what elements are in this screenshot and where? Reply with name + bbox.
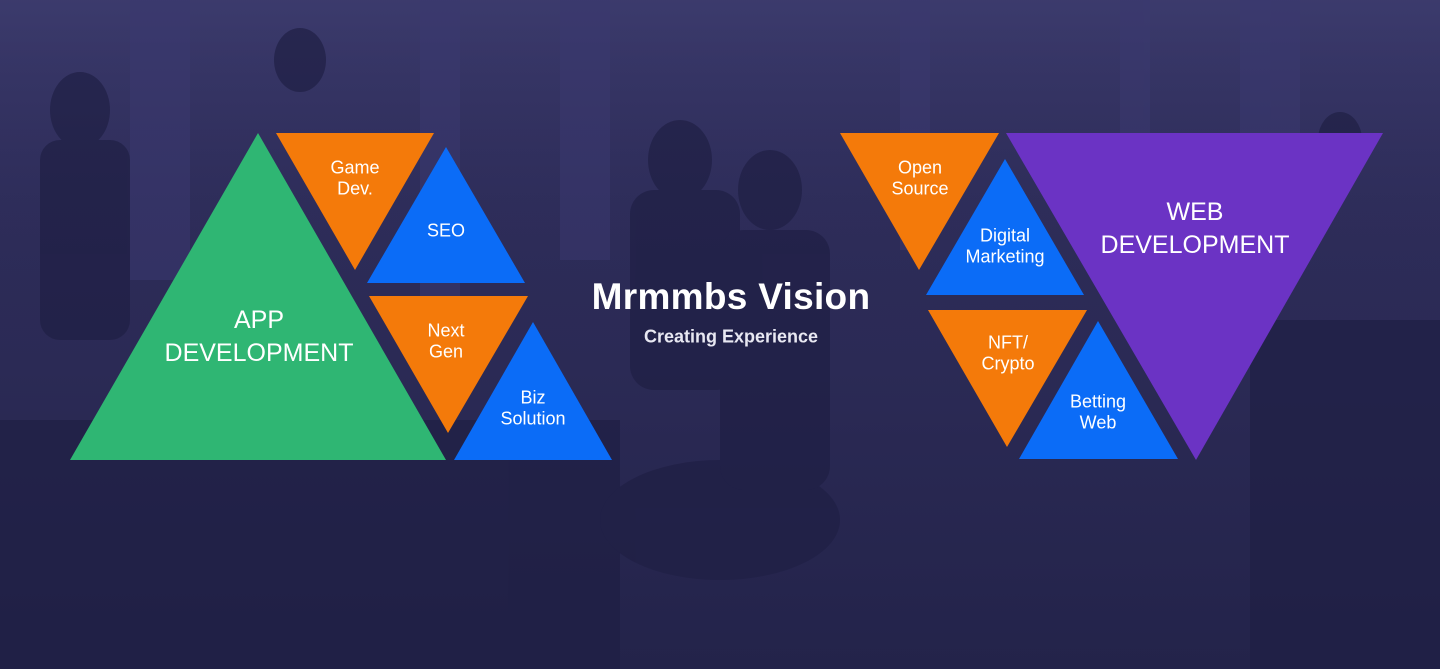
biz-solution-line-2: Solution [500,408,566,428]
seo-line-1: SEO [426,220,466,241]
betting-web-label: Betting Web [1070,391,1126,432]
seo-label: SEO [427,221,465,242]
vision-subtitle: Creating Experience [643,326,819,347]
nft-crypto-line-1: NFT/ [987,332,1028,353]
betting-web-line-1: Betting [1069,391,1127,412]
open-source-label: Open Source [891,157,948,198]
open-source-line-2: Source [891,178,949,198]
digital-marketing-line-2: Marketing [965,246,1045,266]
game-dev-label: Game Dev. [330,157,379,198]
next-gen-line-2: Gen [428,341,464,361]
game-dev-line-2: Dev. [337,178,373,198]
biz-solution-line-1: Biz [520,387,546,408]
app-development-line-1: APP [233,306,285,334]
app-development-line-2: DEVELOPMENT [164,339,354,367]
app-development-label: APP DEVELOPMENT [165,304,354,370]
betting-web-line-2: Web [1079,412,1117,432]
web-development-label: WEB DEVELOPMENT [1101,196,1290,262]
next-gen-label: Next Gen [427,320,464,361]
game-dev-line-1: Game [330,157,380,178]
nft-crypto-label: NFT/ Crypto [981,332,1034,373]
nft-crypto-line-2: Crypto [981,353,1035,373]
web-development-line-2: DEVELOPMENT [1100,231,1290,259]
next-gen-line-1: Next [427,320,465,341]
vision-title: Mrmmbs Vision [591,276,871,317]
biz-solution-label: Biz Solution [500,387,565,428]
digital-marketing-line-1: Digital [979,225,1031,246]
open-source-line-1: Open [897,157,943,178]
digital-marketing-label: Digital Marketing [965,225,1044,266]
web-development-line-1: WEB [1166,198,1224,226]
